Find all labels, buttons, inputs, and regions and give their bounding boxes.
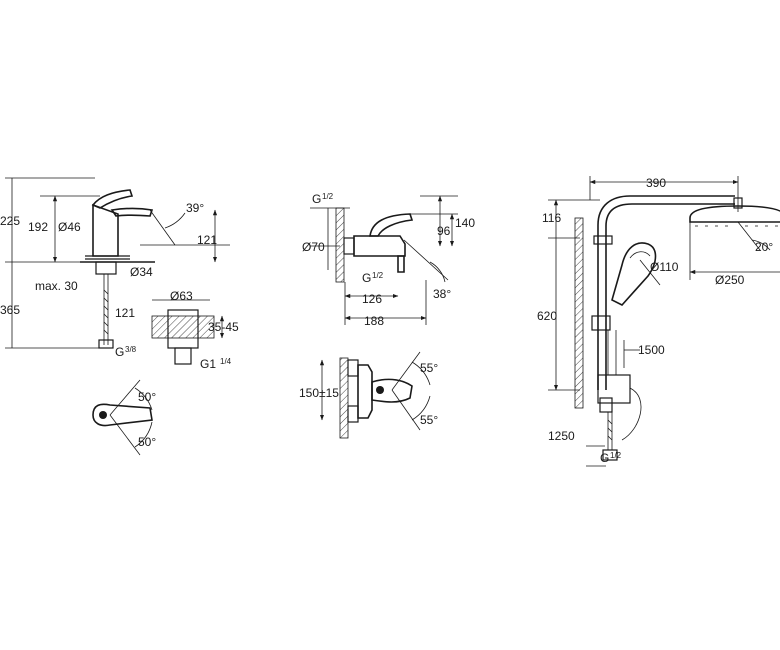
basin-mixer-drawing bbox=[5, 177, 230, 456]
shower-valve bbox=[597, 374, 631, 404]
basin-lever-angle: 39° bbox=[186, 201, 204, 215]
shower-lower-hose: 1250 bbox=[548, 429, 575, 443]
basin-mixer-lever bbox=[91, 189, 134, 209]
bath-outlet-fraction: 1/2 bbox=[372, 271, 384, 280]
basin-spout-height: 121 bbox=[197, 233, 217, 247]
shower-head-angle: 20° bbox=[755, 240, 773, 254]
shower-head-diameter: Ø250 bbox=[715, 273, 745, 287]
shower-hose-length: 1500 bbox=[638, 343, 665, 357]
shower-system-drawing bbox=[548, 176, 780, 467]
shower-wall bbox=[574, 217, 584, 409]
shower-rail-height: 620 bbox=[537, 309, 557, 323]
basin-length-below: 365 bbox=[0, 303, 20, 317]
basin-rotation-bottom: 50° bbox=[138, 435, 156, 449]
bath-plan-wall bbox=[339, 357, 349, 439]
waste-range: 35-45 bbox=[208, 320, 239, 334]
bath-mixer-spout bbox=[397, 255, 405, 273]
basin-mixer-plan bbox=[92, 403, 153, 427]
bath-mixer-plan bbox=[371, 378, 413, 403]
shower-head bbox=[689, 205, 780, 223]
bath-rotation-bottom: 55° bbox=[420, 413, 438, 427]
bath-centres: 150±15 bbox=[299, 386, 339, 400]
bath-inlet-thread: G bbox=[312, 192, 321, 206]
bath-height-mid: 96 bbox=[437, 224, 451, 238]
basin-height-total: 225 bbox=[0, 214, 20, 228]
bath-mixer-body bbox=[353, 235, 406, 257]
bath-mixer-drawing bbox=[310, 195, 458, 439]
bath-rosette-diameter: Ø70 bbox=[302, 240, 325, 254]
basin-rotation-top: 50° bbox=[138, 390, 156, 404]
bath-height-top: 140 bbox=[455, 216, 475, 230]
shower-connection: G bbox=[600, 451, 609, 465]
bath-spout-angle: 38° bbox=[433, 287, 451, 301]
bath-total-projection: 188 bbox=[364, 314, 384, 328]
hand-shower-diameter: Ø110 bbox=[650, 260, 679, 274]
basin-base-diameter: Ø46 bbox=[58, 220, 81, 234]
shower-head-offset: 116 bbox=[542, 211, 561, 225]
bath-inlet-fraction: 1/2 bbox=[322, 192, 334, 201]
shower-arm-length: 390 bbox=[646, 176, 666, 190]
basin-mixer-spout bbox=[110, 207, 154, 217]
waste-diameter: Ø63 bbox=[170, 289, 193, 303]
shower-connection-fraction: 1/2 bbox=[610, 451, 622, 460]
basin-height-spout: 192 bbox=[28, 220, 48, 234]
hand-shower bbox=[611, 242, 657, 306]
bath-centre-to-spout: 126 bbox=[362, 292, 382, 306]
basin-max-deck: max. 30 bbox=[35, 279, 78, 293]
basin-connection-fraction: 3/8 bbox=[125, 345, 137, 354]
bath-mixer-lever bbox=[369, 213, 414, 237]
basin-hose-length: 121 bbox=[115, 306, 135, 320]
bath-wall bbox=[335, 207, 345, 283]
waste-thread-fraction: 1/4 bbox=[220, 357, 232, 366]
shower-riser bbox=[597, 195, 735, 390]
waste-thread: G1 bbox=[200, 357, 216, 371]
bath-outlet-thread: G bbox=[362, 271, 371, 285]
bath-rotation-top: 55° bbox=[420, 361, 438, 375]
basin-hole-diameter: Ø34 bbox=[130, 265, 153, 279]
basin-connection: G bbox=[115, 345, 124, 359]
